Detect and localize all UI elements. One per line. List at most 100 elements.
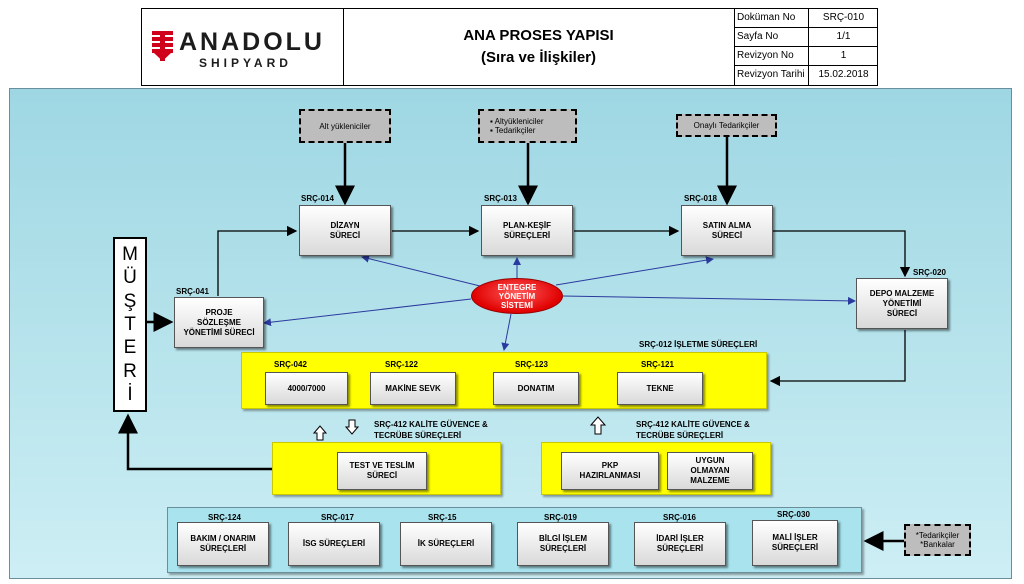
logo-name: ANADOLU [179,28,325,56]
kalite-right-title-1: SRÇ-412 KALİTE GÜVENCE & [636,420,750,429]
uygun-olmayan-malzeme-box[interactable]: UYGUN OLMAYAN MALZEME [667,452,753,490]
musteri-letter: R [123,360,137,382]
depo-line3: SÜRECİ [886,308,918,318]
dizayn-code: SRÇ-014 [301,194,334,203]
support-code: SRÇ-15 [428,513,457,522]
dizayn-process-box[interactable]: DİZAYN SÜRECİ [299,205,391,256]
musteri-letter: İ [127,383,133,405]
plan-code: SRÇ-013 [484,194,517,203]
title-line-1: ANA PROSES YAPISI [463,27,614,44]
support-line2: SÜREÇLERİ [199,544,247,553]
bankalar-line: *Bankalar [920,540,955,549]
pkp-line1: PKP [601,461,619,470]
meta-key: Revizyon Tarihi [734,66,809,85]
isletme-tekne-box[interactable]: TEKNE [617,372,703,405]
support-line1: İDARİ İŞLER [656,534,704,543]
isletme-label: 4000/7000 [287,383,326,393]
altyukleniciler-bullet: ▪ Altyükleniciler [490,117,544,126]
musteri-letter: M [122,244,138,266]
musteri-letter: T [124,313,136,335]
altyukleniciler-text: Altyükleniciler [494,117,544,126]
support-line1: MALİ İŞLER [772,533,818,542]
proje-line1: PROJE [205,307,233,317]
support-code: SRÇ-017 [321,513,354,522]
support-line1: İSG SÜREÇLERİ [302,539,366,548]
meta-value: 1 [840,50,847,61]
musteri-letter: E [123,337,137,359]
document-header: ANADOLU SHIPYARD ANA PROSES YAPISI (Sıra… [141,8,878,86]
meta-key: Revizyon No [734,47,809,65]
entegre-line1: ENTEGRE [497,282,537,292]
isg-surecleri-box[interactable]: İSG SÜREÇLERİ [288,522,380,566]
meta-value: 15.02.2018 [818,69,869,80]
support-line2: SÜREÇLERİ [539,544,587,553]
alt-yukleniciler-box: Alt yükleniciler [299,109,391,143]
meta-row: Doküman No SRÇ-010 [734,9,878,28]
support-line1: BAKIM / ONARIM [190,534,256,543]
support-line1: BİLGİ İŞLEM [539,534,587,543]
support-line2: SÜREÇLERİ [656,544,704,553]
meta-row: Revizyon Tarihi 15.02.2018 [734,66,878,85]
kalite-right-title-2: TECRÜBE SÜREÇLERİ [636,431,724,440]
meta-key: Doküman No [734,9,809,27]
meta-value: 1/1 [836,31,851,42]
plan-kesif-process-box[interactable]: PLAN-KEŞİF SÜREÇLERİ [481,205,573,256]
tedarikciler-bullet: ▪ Tedarikçiler [490,126,536,135]
uygun-line2: OLMAYAN [690,466,730,475]
support-group [167,507,862,573]
title-line-2: (Sıra ve İlişkiler) [480,49,597,66]
musteri-letter: Ü [123,267,137,289]
musteri-box: M Ü Ş T E R İ [113,237,147,412]
support-line2: SÜREÇLERİ [771,543,819,552]
meta-row: Revizyon No 1 [734,47,878,66]
isletme-4000-7000-box[interactable]: 4000/7000 [265,372,348,405]
musteri-letter: Ş [123,290,137,312]
support-code: SRÇ-016 [663,513,696,522]
altyukleniciler-tedarikciler-box: ▪ Altyükleniciler ▪ Tedarikçiler [478,109,577,143]
meta-value: SRÇ-010 [822,12,865,23]
tedarikciler-bankalar-box: *Tedarikçiler *Bankalar [904,524,971,556]
proje-sozlesme-process-box[interactable]: PROJE SÖZLEŞME YÖNETİMİ SÜRECİ [174,297,264,348]
isletme-makine-sevk-box[interactable]: MAKİNE SEVK [370,372,456,405]
satin-line2: SÜRECİ [711,230,743,240]
uygun-line1: UYGUN [695,456,725,465]
isletme-label: MAKİNE SEVK [385,383,441,393]
dizayn-line2: SÜRECİ [329,230,361,240]
support-code: SRÇ-019 [544,513,577,522]
entegre-line2: YÖNETİM [498,291,536,301]
proje-line2: SÖZLEŞME [196,317,241,327]
isletme-code: SRÇ-122 [385,360,418,369]
isletme-label: DONATIM [517,383,555,393]
anadolu-logo-icon [152,31,173,61]
plan-line2: SÜREÇLERİ [503,230,551,240]
proje-code: SRÇ-041 [176,287,209,296]
satin-alma-process-box[interactable]: SATIN ALMA SÜRECİ [681,205,773,256]
isletme-donatim-box[interactable]: DONATIM [493,372,579,405]
ik-surecleri-box[interactable]: İK SÜREÇLERİ [400,522,492,566]
support-line1: İK SÜREÇLERİ [417,539,475,548]
isletme-title: SRÇ-012 İŞLETME SÜREÇLERİ [639,340,758,349]
tedarikciler-line: *Tedarikçiler [915,531,960,540]
dizayn-line1: DİZAYN [330,220,360,230]
proje-line3: YÖNETİMİ SÜRECİ [183,327,255,337]
test-teslim-process-box[interactable]: TEST VE TESLİM SÜRECİ [337,452,427,490]
isletme-code: SRÇ-121 [641,360,674,369]
satin-line1: SATIN ALMA [702,220,752,230]
depo-malzeme-process-box[interactable]: DEPO MALZEME YÖNETİMİ SÜRECİ [856,278,948,329]
onayli-tedarikciler-box: Onaylı Tedarikçiler [676,114,777,137]
logo-sub: SHIPYARD [199,56,292,70]
entegre-yonetim-sistemi[interactable]: ENTEGRE YÖNETİM SİSTEMİ [471,278,563,314]
support-code: SRÇ-124 [208,513,241,522]
support-code: SRÇ-030 [777,510,810,519]
kalite-left-title-1: SRÇ-412 KALİTE GÜVENCE & [374,420,488,429]
logo-cell: ANADOLU SHIPYARD [142,9,344,85]
satin-code: SRÇ-018 [684,194,717,203]
test-line2: SÜRECİ [366,471,398,480]
pkp-hazirlanmasi-box[interactable]: PKP HAZIRLANMASI [561,452,659,490]
